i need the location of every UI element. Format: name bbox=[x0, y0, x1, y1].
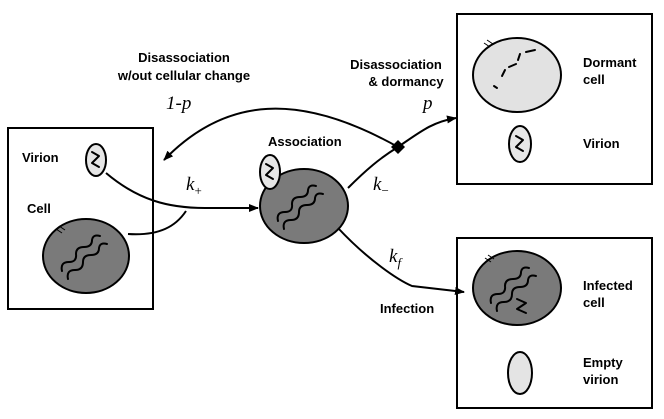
association-arrow bbox=[105, 172, 259, 212]
infected-cell-label-line2: cell bbox=[583, 295, 605, 310]
branch-node bbox=[391, 140, 405, 154]
disassociation-change-label-line1: Disassociation bbox=[138, 50, 230, 65]
empty-virion-label-line1: Empty bbox=[583, 355, 624, 370]
empty-virion bbox=[507, 351, 533, 395]
disassociation-change-label-line2: w/out cellular change bbox=[117, 68, 250, 83]
unbound-state-box bbox=[7, 127, 154, 310]
rate-k-plus: k+ bbox=[186, 174, 202, 198]
dormancy-arrow bbox=[397, 115, 457, 148]
associated-virion-genome-icon bbox=[265, 163, 274, 180]
infection-arrow bbox=[337, 227, 465, 295]
cell-left-label: Cell bbox=[27, 201, 51, 216]
infected-state-box bbox=[456, 237, 653, 409]
dormant-receptor-icon bbox=[483, 42, 491, 48]
injected-genome-icon bbox=[516, 298, 527, 314]
infected-cell-genome-icon-2 bbox=[495, 274, 537, 312]
dormant-receptor-icon bbox=[486, 39, 494, 45]
disassociation-dormancy-label-line2: & dormancy bbox=[368, 74, 444, 89]
infected-cell-genome-icon bbox=[489, 266, 530, 304]
cell-left-genome-icon bbox=[60, 234, 101, 272]
cell-left-genome-icon-2 bbox=[66, 242, 108, 280]
dormant-genome-fragment-icon bbox=[501, 69, 506, 77]
infection-label: Infection bbox=[380, 301, 434, 316]
dormant-genome-fragment-icon bbox=[508, 63, 517, 68]
dormant-cell bbox=[472, 37, 562, 113]
infected-cell-label-line1: Infected bbox=[583, 278, 633, 293]
empty-virion-label-line2: virion bbox=[583, 372, 618, 387]
released-virion-genome-icon bbox=[515, 135, 524, 152]
cell-left-receptor-icon bbox=[55, 228, 63, 234]
association-label: Association bbox=[268, 134, 342, 149]
associated-cell-genome-icon bbox=[276, 184, 317, 222]
dormant-cell-label-line2: cell bbox=[583, 72, 605, 87]
disassociation-dormancy-label-line1: Disassociation bbox=[350, 57, 442, 72]
rate-k-minus: k− bbox=[373, 174, 389, 198]
infected-receptor-icon bbox=[487, 254, 495, 260]
rate-one-minus-p: 1-p bbox=[166, 93, 191, 114]
dormant-genome-fragment-icon bbox=[525, 49, 536, 53]
cell-left-receptor-icon bbox=[58, 225, 66, 231]
return-arrow bbox=[163, 107, 399, 161]
dormant-genome-fragment-icon bbox=[517, 53, 521, 61]
rate-p: p bbox=[421, 93, 433, 114]
dissociation-trunk bbox=[347, 146, 399, 189]
rate-k-f: kf bbox=[389, 246, 403, 270]
virion-left-label: Virion bbox=[22, 150, 59, 165]
virion-right-label: Virion bbox=[583, 136, 620, 151]
virion-left-genome-icon bbox=[91, 151, 100, 168]
association-cell-line bbox=[127, 210, 187, 236]
dormant-genome-fragment-icon bbox=[493, 85, 498, 89]
dormant-state-box bbox=[456, 13, 653, 185]
associated-cell-genome-icon-2 bbox=[282, 192, 324, 230]
infected-receptor-icon bbox=[484, 257, 492, 263]
dormant-cell-label-line1: Dormant bbox=[583, 55, 637, 70]
